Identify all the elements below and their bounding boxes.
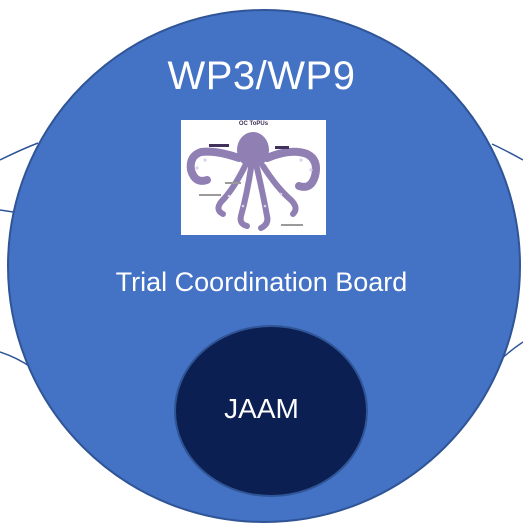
jaam-label: JAAM <box>224 393 299 424</box>
jaam-ellipse <box>174 325 368 497</box>
connector-line-left-top <box>0 142 39 161</box>
logo-caption: OC ToPUs <box>238 121 269 127</box>
wp3-wp9-circle <box>7 9 521 523</box>
octopus-icon <box>186 132 320 231</box>
board-label: Trial Coordination Board <box>115 267 408 297</box>
connector-line-right-top <box>491 143 523 161</box>
octopus-logo: OC ToPUs <box>181 120 326 235</box>
diagram-title: WP3/WP9 <box>167 54 356 98</box>
